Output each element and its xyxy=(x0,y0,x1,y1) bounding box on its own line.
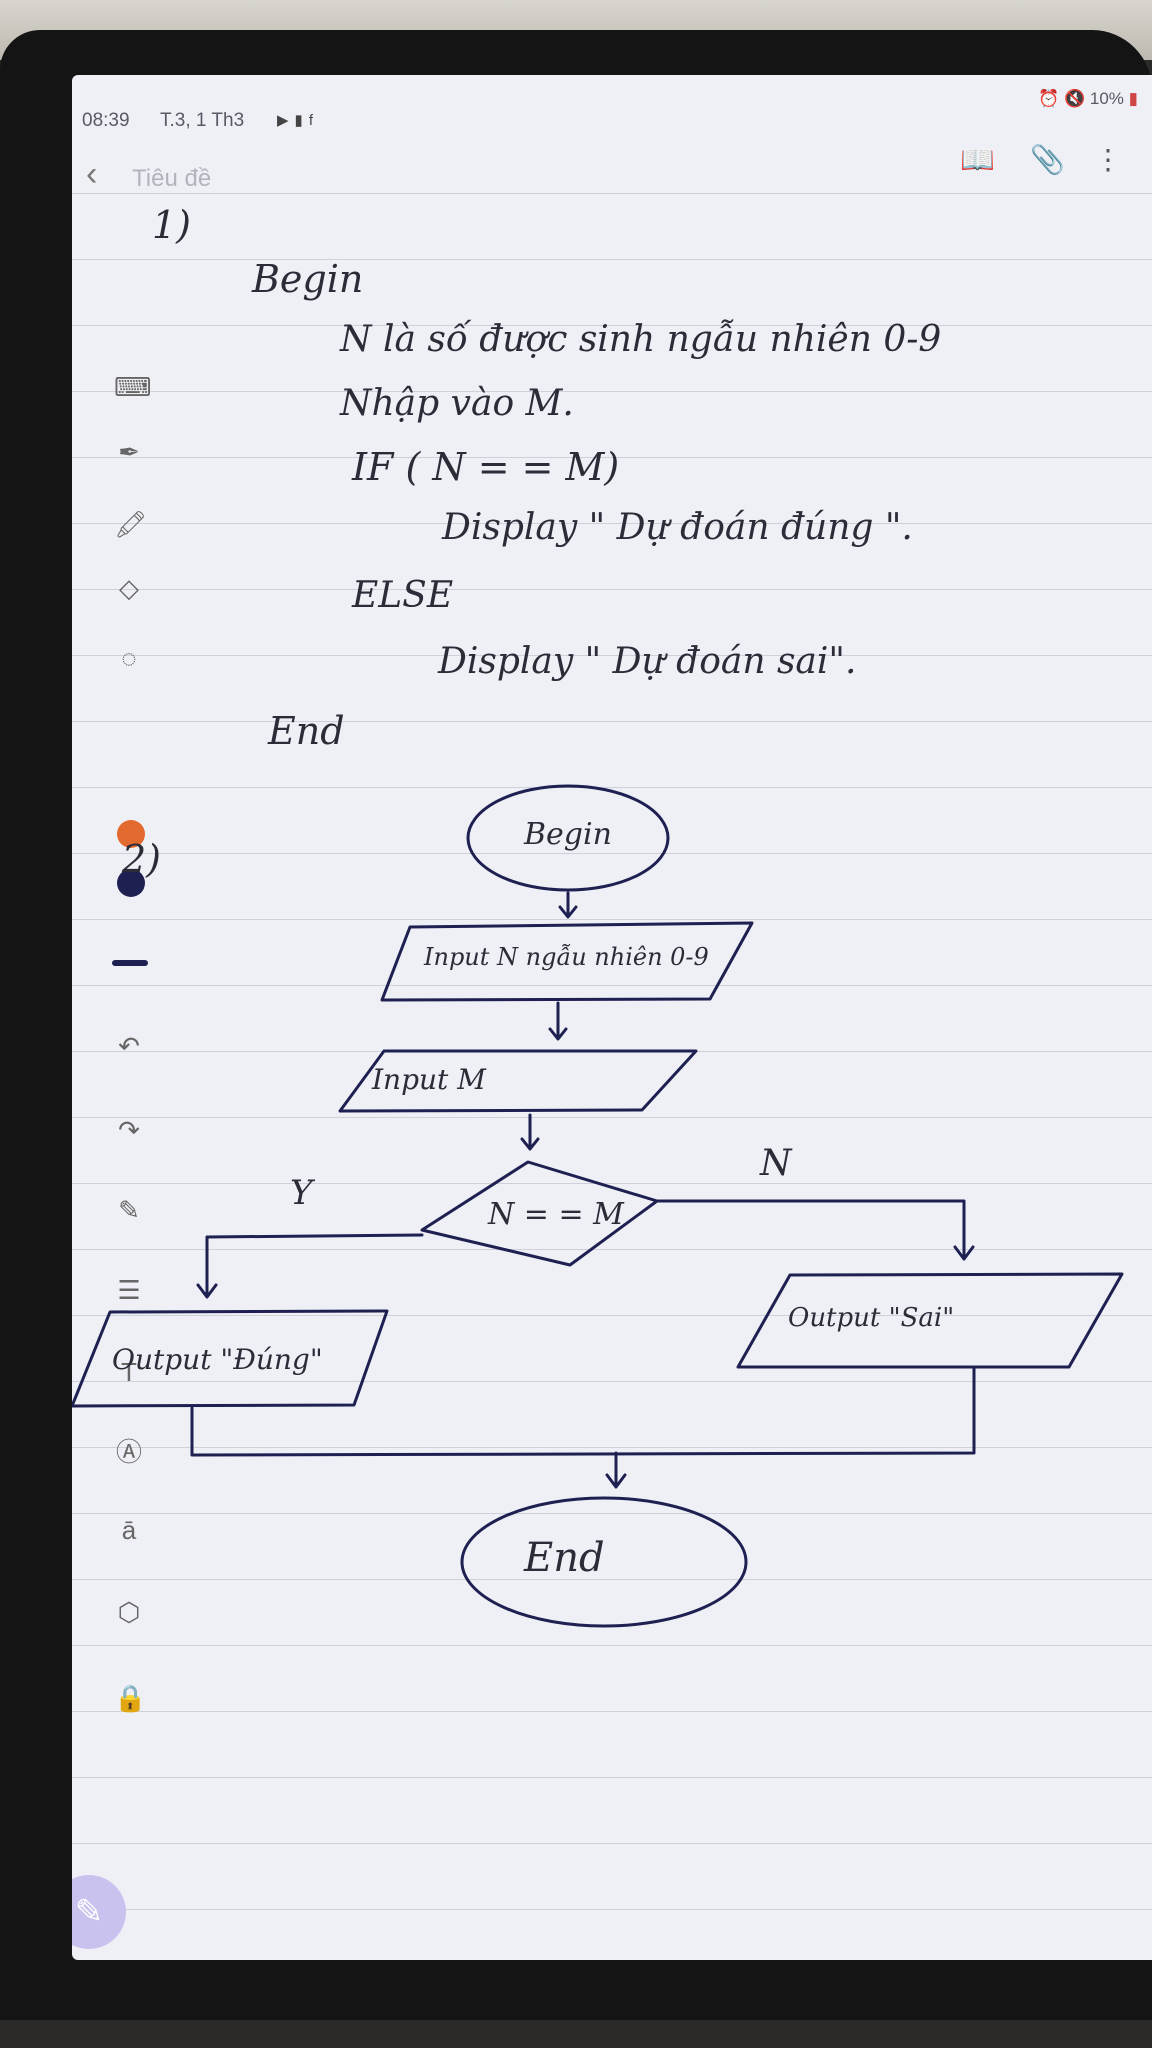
ruled-line xyxy=(72,1249,1152,1250)
battery-level: 10% xyxy=(1089,89,1124,108)
pseudo-line-random-n: N là số được sinh ngẫu nhiên 0-9 xyxy=(340,319,942,360)
arrow-no-branch xyxy=(655,1199,975,1261)
notes-screen: 08:39 T.3, 1 Th3 ▶▮f ⏰ 🔇 10% ▮ ‹ Tiêu đề… xyxy=(72,75,1152,1960)
pseudo-line-input-m: Nhập vào M. xyxy=(340,383,574,424)
part1-number: 1) xyxy=(152,203,192,247)
status-right: ⏰ 🔇 10% ▮ xyxy=(1038,89,1138,109)
facebook-icon: f xyxy=(308,112,319,129)
arrow-yes-branch xyxy=(196,1233,424,1299)
highlighter-icon[interactable]: 🖍 xyxy=(114,509,148,539)
ruled-line xyxy=(72,1513,1152,1514)
color-swatch-orange[interactable] xyxy=(117,820,145,848)
mute-icon: 🔇 xyxy=(1063,89,1086,108)
ruled-line xyxy=(72,325,1152,326)
ruled-line xyxy=(72,457,1152,458)
status-time: 08:39 xyxy=(82,110,130,131)
battery-icon: ▮ xyxy=(1128,89,1138,108)
ruled-line xyxy=(72,1711,1152,1712)
decision-diamond xyxy=(420,1160,659,1267)
alarm-icon: ⏰ xyxy=(1038,89,1060,108)
edit-fab-icon[interactable]: ✎ xyxy=(72,1875,126,1949)
ruled-line xyxy=(72,391,1152,392)
shape-icon[interactable]: ⬡ xyxy=(117,1597,141,1627)
pen-settings-icon[interactable]: ✎ xyxy=(118,1195,140,1225)
flow-input-n-label: Input N ngẫu nhiên 0-9 xyxy=(424,943,709,971)
ruled-line xyxy=(72,259,1152,260)
ruled-line xyxy=(72,1447,1152,1448)
ruled-line xyxy=(72,1843,1152,1844)
book-icon[interactable]: 📖 xyxy=(960,144,995,175)
ruled-line xyxy=(72,1381,1152,1382)
flow-begin-label: Begin xyxy=(524,817,612,852)
ruled-line xyxy=(72,193,1152,194)
lasso-icon[interactable]: ◌ xyxy=(121,643,137,673)
pseudo-line-begin: Begin xyxy=(252,257,364,301)
input-n-shape xyxy=(380,921,754,1002)
video-icon: ▶ xyxy=(277,112,295,129)
merge-lines xyxy=(190,1367,976,1457)
more-icon[interactable]: ⋮ xyxy=(1094,144,1122,175)
flow-no-label: N xyxy=(760,1143,792,1184)
flow-condition-label: N = = M xyxy=(488,1197,624,1232)
undo-icon[interactable]: ↶ xyxy=(118,1031,140,1061)
lock-icon[interactable]: 🔒 xyxy=(114,1683,147,1713)
arrow-begin-to-input-n xyxy=(558,891,578,919)
pseudo-line-if: IF ( N = = M) xyxy=(352,445,620,489)
text-style-icon[interactable]: T xyxy=(121,1357,137,1387)
pseudo-line-display-correct: Display " Dự đoán đúng ". xyxy=(442,507,913,548)
flow-output-wrong-label: Output "Sai" xyxy=(788,1303,955,1333)
pseudo-line-display-wrong: Display " Dự đoán sai". xyxy=(438,641,857,682)
arrow-input-m-to-decision xyxy=(520,1113,540,1151)
ruled-line xyxy=(72,589,1152,590)
end-oval xyxy=(460,1496,748,1628)
arrow-input-n-to-m xyxy=(548,1001,568,1041)
ruled-line xyxy=(72,787,1152,788)
eraser-icon[interactable]: ◇ xyxy=(119,573,139,603)
note-title[interactable]: Tiêu đề xyxy=(132,165,212,192)
ruled-line xyxy=(72,1315,1152,1316)
attach-icon[interactable]: 📎 xyxy=(1030,144,1065,175)
ruled-line xyxy=(72,1579,1152,1580)
flowchart xyxy=(72,784,1124,1628)
ruled-line xyxy=(72,853,1152,854)
pseudo-line-end: End xyxy=(268,709,345,753)
redo-icon[interactable]: ↷ xyxy=(118,1115,140,1145)
ruled-line xyxy=(72,523,1152,524)
input-m-shape xyxy=(338,1049,698,1113)
flow-output-correct-label: Output "Đúng" xyxy=(112,1343,323,1376)
ruled-line xyxy=(72,1117,1152,1118)
lock-icon: ▮ xyxy=(294,112,309,129)
ruled-line xyxy=(72,985,1152,986)
output-wrong-shape xyxy=(736,1272,1124,1369)
pseudo-line-else: ELSE xyxy=(352,575,454,616)
arrow-to-end xyxy=(605,1451,627,1489)
flow-end-label: End xyxy=(524,1535,605,1581)
flow-yes-label: Y xyxy=(290,1173,313,1213)
text-align-icon[interactable]: ☰ xyxy=(117,1275,141,1305)
ruled-line xyxy=(72,1645,1152,1646)
side-toolbar: ⌨ ✒ 🖍 ◇ ◌ ↶ ↷ ✎ ☰ T Ⓐ ā ⬡ 🔒 ✎ xyxy=(72,75,152,1960)
flow-input-m-label: Input M xyxy=(372,1063,486,1096)
notification-icons: ▶▮f xyxy=(277,111,319,129)
ruled-line xyxy=(72,721,1152,722)
output-correct-shape xyxy=(72,1309,389,1408)
ruled-line xyxy=(72,1183,1152,1184)
status-bar: 08:39 T.3, 1 Th3 ▶▮f ⏰ 🔇 10% ▮ xyxy=(72,75,1152,131)
color-swatch-navy[interactable] xyxy=(117,869,145,897)
pen-icon[interactable]: ✒ xyxy=(118,437,140,467)
ruled-line xyxy=(72,1777,1152,1778)
font-icon[interactable]: Ⓐ xyxy=(115,1437,142,1467)
ruled-line xyxy=(72,919,1152,920)
ruled-line xyxy=(72,655,1152,656)
begin-oval xyxy=(466,784,670,892)
text-size-icon[interactable]: ā xyxy=(121,1515,137,1545)
stroke-width-indicator[interactable] xyxy=(112,960,148,966)
part2-number: 2) xyxy=(122,837,162,881)
back-icon[interactable]: ‹ xyxy=(86,155,98,193)
status-date: T.3, 1 Th3 xyxy=(160,110,245,131)
ruled-line xyxy=(72,1909,1152,1910)
